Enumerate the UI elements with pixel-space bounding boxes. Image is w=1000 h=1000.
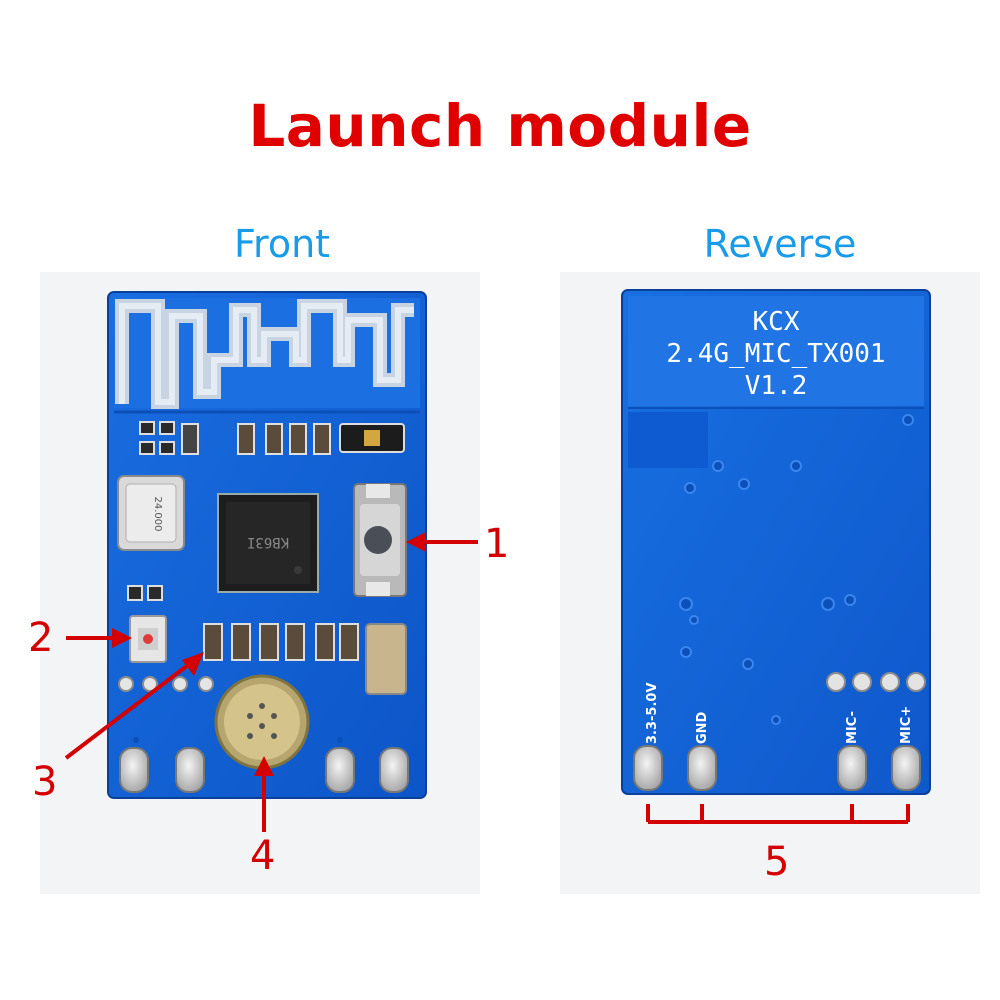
- front-pcb: 24.000 KB63I: [107, 291, 427, 799]
- callout-arrow-4: [254, 756, 274, 832]
- pin-label-mic-minus: MIC-: [845, 711, 860, 744]
- crystal-oscillator: 24.000: [117, 475, 185, 551]
- silkscreen-line-1: KCX: [753, 307, 800, 337]
- smd-components-row: [203, 623, 407, 695]
- front-edge-pads: [119, 747, 409, 793]
- crystal-frequency: 24.000: [152, 497, 163, 532]
- callout-label-3: 3: [32, 759, 58, 805]
- callout-arrow-3: [64, 652, 204, 760]
- silkscreen-line-2: 2.4G_MIC_TX001: [666, 339, 885, 369]
- reverse-edge-pads: [633, 745, 921, 791]
- pin-label-mic-plus: MIC+: [899, 706, 914, 744]
- microphone: [214, 674, 310, 770]
- pin-label-gnd: GND: [695, 711, 710, 744]
- callout-arrow-2: [66, 628, 132, 648]
- main-chip: KB63I: [217, 493, 319, 593]
- callout-label-4: 4: [250, 833, 276, 879]
- front-label: Front: [233, 222, 331, 266]
- header-holes: [826, 672, 926, 692]
- callout-bracket-5: [646, 804, 910, 824]
- callout-arrow-1: [406, 532, 478, 552]
- silkscreen-line-3: V1.2: [745, 371, 808, 401]
- status-led: [127, 585, 167, 663]
- callout-label-1: 1: [484, 521, 510, 567]
- reverse-pcb: KCX 2.4G_MIC_TX001 V1.2 3.3-5.0V GND MIC…: [621, 289, 931, 795]
- pin-label-vcc: 3.3-5.0V: [645, 682, 660, 744]
- callout-label-2: 2: [28, 615, 54, 661]
- power-button: [353, 483, 407, 597]
- smd-components-top: [139, 421, 405, 455]
- page-title: Launch module: [248, 92, 752, 160]
- callout-label-5: 5: [764, 839, 790, 885]
- chip-marking: KB63I: [247, 534, 289, 550]
- reverse-label: Reverse: [703, 222, 857, 266]
